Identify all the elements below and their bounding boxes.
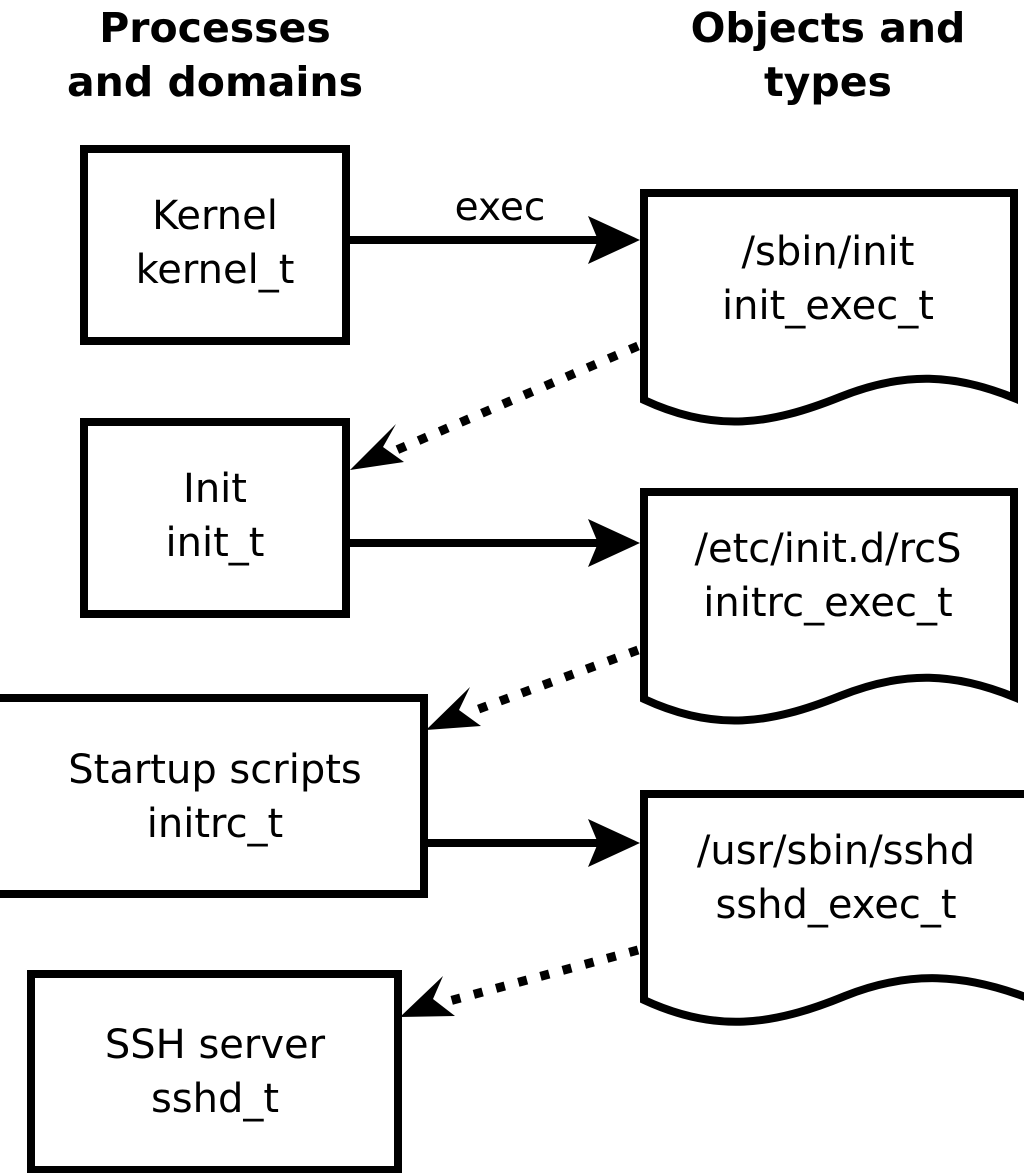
process-type: init_t xyxy=(166,520,265,566)
arrowhead-icon xyxy=(426,687,481,730)
header-objects-line1: Objects and xyxy=(691,4,966,52)
arrowhead-icon xyxy=(588,819,640,867)
process-type: initrc_t xyxy=(147,801,284,847)
process-name: SSH server xyxy=(105,1022,326,1068)
edge-line xyxy=(466,645,640,718)
process-box[interactable] xyxy=(80,145,350,345)
process-box[interactable] xyxy=(27,970,402,1173)
edge-initrc_exec-to-initrc xyxy=(426,645,640,730)
object-type: sshd_exec_t xyxy=(715,882,956,928)
edge-line xyxy=(390,341,640,457)
object-path: /usr/sbin/sshd xyxy=(697,828,975,874)
edge-sshd_exec-to-sshd xyxy=(400,945,640,1017)
process-type: sshd_t xyxy=(151,1076,279,1122)
object-path: /sbin/init xyxy=(742,229,915,275)
process-type: kernel_t xyxy=(136,247,295,293)
process-node-initrc[interactable]: Startup scripts initrc_t xyxy=(0,694,428,898)
process-node-init[interactable]: Init init_t xyxy=(80,418,350,618)
arrowhead-icon xyxy=(350,424,404,470)
object-node-sshd_exec[interactable]: /usr/sbin/sshd sshd_exec_t xyxy=(640,790,1024,1026)
object-type: init_exec_t xyxy=(722,283,934,329)
arrowhead-icon xyxy=(588,216,640,264)
object-document-shape[interactable] xyxy=(640,189,1018,426)
column-header-processes: Processes and domains xyxy=(67,4,363,106)
header-processes-line2: and domains xyxy=(67,58,363,106)
edge-init-exec-initrc_exec xyxy=(348,519,640,567)
edge-line xyxy=(440,945,640,1008)
edge-init_exec-to-init xyxy=(350,341,640,470)
edge-kernel-exec-init_exec: exec xyxy=(350,185,640,264)
column-header-objects: Objects and types xyxy=(691,4,966,106)
edge-label-exec: exec xyxy=(455,185,546,230)
header-objects-line2: types xyxy=(764,58,892,106)
arrowhead-icon xyxy=(400,976,455,1017)
object-path: /etc/init.d/rcS xyxy=(694,526,961,572)
object-document-shape[interactable] xyxy=(640,488,1018,725)
process-name: Init xyxy=(183,466,247,512)
process-node-sshd[interactable]: SSH server sshd_t xyxy=(27,970,402,1173)
process-node-kernel[interactable]: Kernel kernel_t xyxy=(80,145,350,345)
process-name: Kernel xyxy=(152,193,278,239)
process-box[interactable] xyxy=(0,694,428,898)
edge-initrc-exec-sshd_exec xyxy=(428,819,640,867)
header-processes-line1: Processes xyxy=(99,4,331,52)
object-type: initrc_exec_t xyxy=(703,580,952,626)
object-node-init_exec[interactable]: /sbin/init init_exec_t xyxy=(640,189,1018,426)
object-document-shape[interactable] xyxy=(640,790,1024,1026)
arrowhead-icon xyxy=(588,519,640,567)
process-name: Startup scripts xyxy=(68,747,361,793)
process-box[interactable] xyxy=(80,418,350,618)
object-node-initrc_exec[interactable]: /etc/init.d/rcS initrc_exec_t xyxy=(640,488,1018,725)
